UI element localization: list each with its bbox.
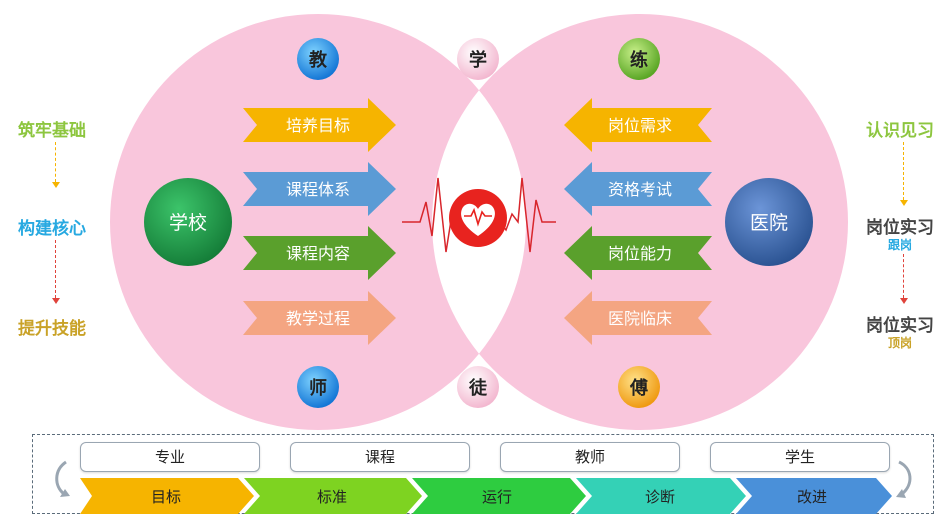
arrow-training-goal-label: 培养目标 [286, 116, 350, 135]
chevron-improve [736, 478, 892, 514]
box-student: 学生 [710, 442, 890, 472]
hospital-label: 医院 [750, 212, 788, 234]
arrow-qualification-exam [564, 162, 712, 216]
circle-learn-label: 学 [469, 49, 487, 71]
right-label-observe: 认识见习 [866, 121, 934, 141]
arrow-curriculum-system-label: 课程体系 [286, 180, 350, 199]
arrow-job-demand [564, 98, 712, 152]
cycle-right-arrow-icon [898, 460, 912, 496]
circle-teach-label: 教 [309, 49, 328, 71]
arrow-job-ability [564, 226, 712, 280]
circle-learn [457, 38, 499, 80]
box-major: 专业 [80, 442, 260, 472]
chevron-run [412, 478, 586, 514]
right-label-internship-1: 岗位实习 [866, 218, 934, 238]
chevron-run-label: 运行 [482, 488, 512, 506]
arrow-course-content-label: 课程内容 [286, 244, 350, 263]
right-arrowhead-1 [900, 200, 908, 206]
right-label-internship-2: 岗位实习 [866, 316, 934, 336]
circle-practice-label: 练 [630, 49, 648, 71]
school-label: 学校 [169, 212, 207, 234]
arrow-course-content [243, 226, 396, 280]
cycle-left-arrowhead-icon [60, 489, 70, 497]
circle-apprentice-label: 徒 [468, 377, 488, 399]
chevron-standard-label: 标准 [317, 488, 347, 506]
hospital-big-circle [432, 14, 848, 430]
cycle-right-arrowhead-icon [896, 489, 906, 498]
circle-apprentice [457, 366, 499, 408]
arrow-job-ability-label: 岗位能力 [608, 244, 672, 263]
school-circle [144, 178, 232, 266]
chevron-diagnose [576, 478, 746, 514]
left-label-skills: 提升技能 [18, 319, 86, 339]
circle-master [618, 366, 660, 408]
right-arrowhead-2 [900, 298, 908, 304]
right-dash-2 [903, 254, 904, 298]
right-sublabel-top: 顶岗 [888, 336, 913, 350]
arrow-hospital-clinical-label: 医院临床 [608, 309, 672, 328]
chevron-diagnose-label: 诊断 [645, 488, 675, 506]
arrow-training-goal [243, 98, 396, 152]
right-dash-1 [903, 142, 904, 200]
arrow-qualification-exam-label: 资格考试 [608, 180, 672, 199]
box-teacher: 教师 [500, 442, 680, 472]
chevron-goal [80, 478, 254, 514]
left-arrows [243, 98, 396, 345]
circle-teacher [297, 366, 339, 408]
left-dash-2 [55, 240, 56, 298]
left-dash-1 [55, 142, 56, 182]
circle-teacher-label: 师 [309, 377, 327, 399]
chevron-goal-label: 目标 [151, 488, 181, 506]
school-big-circle [110, 14, 526, 430]
arrow-job-demand-label: 岗位需求 [608, 116, 672, 135]
hospital-circle [725, 178, 813, 266]
left-label-foundation: 筑牢基础 [18, 121, 86, 141]
circle-practice [618, 38, 660, 80]
arrow-teaching-process-label: 教学过程 [286, 309, 350, 328]
right-arrows [564, 98, 712, 345]
chevron-standard [244, 478, 422, 514]
arrow-curriculum-system [243, 162, 396, 216]
left-arrowhead-1 [52, 182, 60, 188]
left-arrowhead-2 [52, 298, 60, 304]
arrow-hospital-clinical [564, 291, 712, 345]
box-course: 课程 [290, 442, 470, 472]
right-sublabel-follow: 跟岗 [888, 238, 913, 252]
chevron-improve-label: 改进 [797, 488, 827, 506]
circle-teach [297, 38, 339, 80]
heart-icon [461, 203, 495, 236]
arrow-teaching-process [243, 291, 396, 345]
left-label-core: 构建核心 [18, 219, 86, 239]
heart-pulse-icon [464, 207, 492, 227]
circle-master-label: 傅 [629, 377, 648, 399]
cycle-left-arrow-icon [55, 460, 67, 496]
